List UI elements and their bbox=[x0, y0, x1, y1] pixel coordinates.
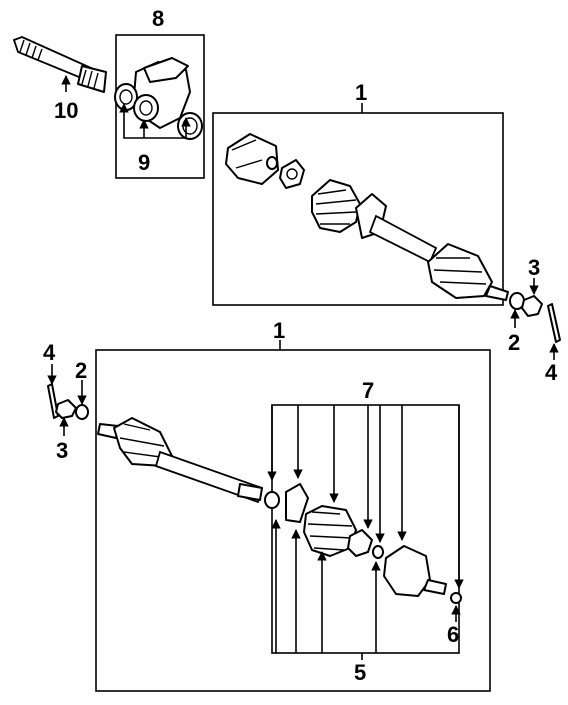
lower-hardware bbox=[47, 383, 89, 420]
callout-10: 10 bbox=[54, 98, 78, 123]
callout-1-lower: 1 bbox=[273, 318, 285, 343]
box-group-1-upper bbox=[212, 112, 504, 306]
callout-4-right: 4 bbox=[545, 360, 558, 385]
upper-hardware bbox=[509, 292, 561, 343]
box-group-1-lower bbox=[95, 349, 491, 692]
cotter-pin-4-right bbox=[547, 303, 561, 343]
callout-2-right: 2 bbox=[508, 330, 520, 355]
upper-axle-assembly bbox=[225, 133, 509, 301]
callout-3-right: 3 bbox=[528, 255, 540, 280]
intermediate-shaft bbox=[12, 36, 107, 93]
washer-2-left bbox=[75, 404, 89, 420]
callout-9: 9 bbox=[138, 150, 150, 175]
callout-2-left: 2 bbox=[75, 358, 87, 383]
leader-lines bbox=[47, 75, 559, 660]
callout-6: 6 bbox=[447, 622, 459, 647]
callout-5: 5 bbox=[354, 660, 366, 685]
bearing-bracket-assembly bbox=[114, 57, 203, 140]
box-group-8 bbox=[115, 34, 205, 179]
callout-1-upper: 1 bbox=[355, 80, 367, 105]
callout-7: 7 bbox=[362, 378, 374, 403]
callout-8: 8 bbox=[152, 6, 164, 31]
callout-4-left: 4 bbox=[43, 340, 56, 365]
nut-3-right bbox=[521, 295, 543, 317]
callout-3-left: 3 bbox=[56, 438, 68, 463]
box-group-7 bbox=[271, 404, 460, 654]
lower-axle-assembly bbox=[97, 417, 462, 604]
nut-3-left bbox=[55, 399, 77, 419]
